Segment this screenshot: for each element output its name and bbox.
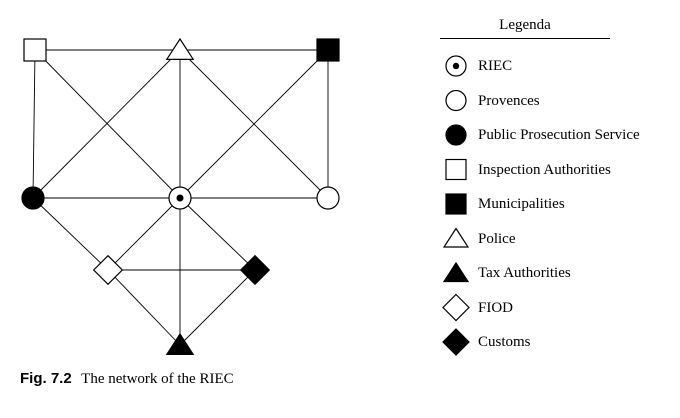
- edge-riec-fiod: [107, 197, 181, 271]
- node-municipalities: [316, 38, 340, 62]
- legend-label-riec: RIEC: [478, 58, 513, 74]
- legend-label-tax: Tax Authorities: [478, 265, 571, 281]
- edge-inspection-pps: [32, 49, 36, 199]
- legend-symbol-municipalities: [445, 193, 467, 215]
- node-customs: [239, 254, 271, 286]
- legend-symbol-police: [442, 227, 470, 248]
- edge-pps-police: [32, 49, 181, 199]
- edge-provences-police: [179, 49, 329, 199]
- legend-label-fiod: FIOD: [478, 299, 514, 316]
- legend-symbol-inspection: [445, 158, 467, 181]
- node-inspection: [23, 38, 47, 62]
- edge-customs-tax: [179, 269, 256, 346]
- node-police: [165, 37, 195, 60]
- network-edges: [32, 49, 329, 346]
- legend-symbol-riec: [445, 55, 467, 77]
- legend-symbol-tax: [442, 261, 470, 283]
- network-nodes: [21, 37, 340, 355]
- legend-label-municipalities: Municipalities: [478, 196, 565, 212]
- figure-number: Fig. 7.2: [20, 370, 72, 387]
- edge-inspection-riec: [34, 49, 181, 199]
- edge-pps-fiod: [32, 197, 109, 271]
- legend-symbols: [442, 55, 470, 356]
- legend-divider: [440, 38, 610, 39]
- legend-label-police: Police: [478, 230, 516, 247]
- node-pps: [21, 186, 45, 210]
- legend-label-customs: Customs: [478, 334, 531, 350]
- legend-symbol-fiod: [442, 293, 470, 322]
- edge-fiod-tax: [107, 269, 181, 346]
- node-fiod: [92, 254, 124, 286]
- legend-symbol-provences: [445, 89, 467, 112]
- node-riec: [168, 186, 192, 210]
- node-provences: [316, 186, 340, 210]
- legend-title: Legenda: [499, 17, 551, 33]
- legend-symbol-customs: [442, 328, 470, 356]
- legend-label-provences: Provences: [478, 92, 540, 109]
- node-tax: [165, 332, 195, 355]
- legend-label-pps: Public Prosecution Service: [478, 127, 640, 143]
- legend-label-inspection: Inspection Authorities: [478, 161, 611, 178]
- figure-caption: Fig. 7.2 The network of the RIEC: [20, 370, 234, 388]
- edge-riec-customs: [179, 197, 256, 271]
- figure-title: The network of the RIEC: [81, 371, 234, 387]
- legend-symbol-pps: [445, 124, 467, 146]
